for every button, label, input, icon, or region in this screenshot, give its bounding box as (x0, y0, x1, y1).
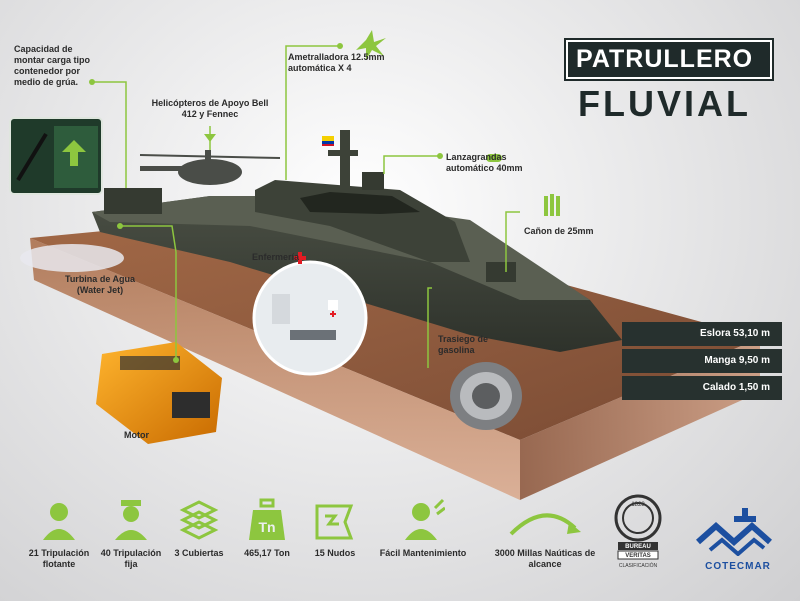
stat-crew-fixed: 40 Tripulación fija (96, 498, 166, 570)
callout-lanzagranadas: Lanzagrandas automático 40mm (446, 152, 523, 173)
bureau-veritas-seal: 1828 BUREAU VERITAS CLASIFICACIÓN (614, 494, 662, 569)
flag (322, 136, 334, 144)
grenade-shell-icon (486, 154, 502, 162)
stat-crew-floating: 21 Tripulación flotante (24, 498, 94, 570)
dim-manga: Manga 9,50 m (622, 349, 782, 373)
ship-mast (340, 130, 350, 190)
water-jet-spray (20, 244, 124, 272)
infirmary-inset (252, 260, 368, 376)
bureau-veritas-logo: 1828 BUREAU VERITAS CLASIFICACIÓN (612, 492, 664, 572)
callout-enfermeria: Enfermería (252, 252, 300, 262)
dimensions-panel: Eslora 53,10 m Manga 9,50 m Calado 1,50 … (622, 322, 782, 406)
bv-line-3: CLASIFICACIÓN (619, 562, 658, 569)
bv-line-2: VERITAS (625, 553, 651, 559)
stat-maintenance: Fácil Mantenimiento (378, 498, 468, 559)
grenade-launcher (362, 172, 384, 190)
engine-model (96, 342, 222, 444)
stat-decks: 3 Cubiertas (164, 498, 234, 559)
stat-weight: Tn 465,17 Ton (232, 498, 302, 559)
stat-label: 40 Tripulación fija (100, 548, 162, 569)
helicopter (139, 150, 281, 185)
bv-year: 1828 (631, 502, 645, 508)
water-block-top (30, 212, 760, 440)
stat-label: Fácil Mantenimiento (379, 548, 467, 558)
callout-helicopteros: Helicópteros de Apoyo Bell 412 y Fennec (151, 98, 269, 119)
stat-label: 3 Cubiertas (174, 548, 224, 558)
ship-hangar (104, 188, 162, 214)
cotecmar-wordmark: COTECMAR (705, 561, 771, 572)
callout-carga: Capacidad de montar carga tipo contenedo… (14, 44, 91, 87)
stat-speed: 15 Nudos (300, 498, 370, 559)
callout-turbina: Turbina de Agua (Water Jet) (64, 274, 135, 295)
weight-glyph: Tn (258, 519, 275, 535)
title-line-1: PATRULLERO (566, 40, 772, 79)
crew-fixed-icon (115, 500, 147, 540)
cannon-shells-icon (544, 194, 560, 216)
stats-strip: 21 Tripulación flotante 40 Tripulación f… (0, 488, 800, 601)
decks-icon (179, 500, 219, 540)
red-cross-icon (294, 252, 306, 264)
water-block-front (30, 238, 520, 500)
speed-flag-icon (315, 504, 354, 540)
fuel-reel (450, 362, 522, 430)
stat-range: 3000 Millas Naúticas de alcance (490, 498, 600, 570)
dim-eslora: Eslora 53,10 m (622, 322, 782, 346)
range-arrow-icon (509, 513, 581, 536)
callout-motor: Motor (124, 430, 149, 440)
bv-line-1: BUREAU (625, 544, 651, 550)
callout-canon: Cañon de 25mm (524, 226, 594, 236)
stat-label: 21 Tripulación flotante (28, 548, 90, 569)
cotecmar-logo: COTECMAR (690, 502, 786, 572)
callout-trasiego: Trasiego de gasolina (438, 334, 489, 355)
callout-ametralladora: Ametralladora 12.5mm automática X 4 (288, 52, 385, 73)
stat-label: 3000 Millas Naúticas de alcance (494, 548, 596, 569)
muzzle-flash-icon (356, 30, 386, 60)
title-line-2: FLUVIAL (578, 83, 751, 124)
weight-icon: Tn (249, 498, 285, 540)
dim-calado: Calado 1,50 m (622, 376, 782, 400)
crew-icon (43, 503, 75, 540)
maintenance-icon (405, 498, 445, 540)
helipad-marker-icon (204, 134, 216, 142)
cotecmar-emblem (696, 508, 772, 557)
cannon-mount (486, 262, 516, 282)
ship-deck (92, 196, 590, 300)
page-title: PATRULLERO FLUVIAL (566, 40, 772, 125)
stat-label: 15 Nudos (314, 548, 356, 558)
stat-label: 465,17 Ton (244, 548, 290, 558)
ship-bridge-windows (300, 192, 420, 214)
